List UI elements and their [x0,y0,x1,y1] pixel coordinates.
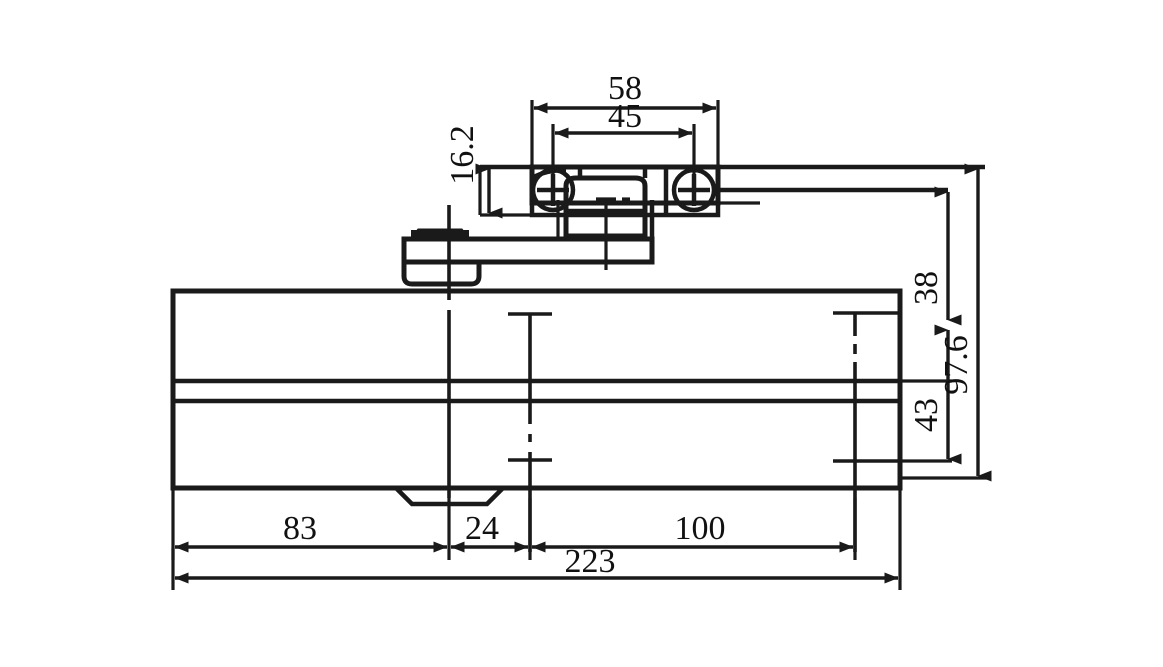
dim-45-label: 45 [608,98,642,135]
centerline-right-axis [833,311,902,552]
dim-bottom-chain-group: 83 24 100 [171,488,857,560]
dim-43-group: 43 [900,324,962,465]
dim-16-2-label: 16.2 [444,125,481,185]
dim-97-6-group: 97.6 [900,163,992,482]
dim-223-label: 223 [565,543,616,580]
dim-100-label: 100 [675,510,726,547]
mounting-bracket [529,164,721,239]
dim-58-label: 58 [608,70,642,107]
dim-45-group: 45 [551,98,696,178]
bracket-reference-lines [480,164,985,205]
dim-38-group: 38 [908,186,962,326]
dim-58-group: 58 [530,70,720,202]
dim-223-group: 223 [171,488,902,590]
dim-97-6-label: 97.6 [938,335,975,395]
dim-43-label: 43 [908,398,945,432]
main-body-outline [170,288,903,491]
dim-16-2-group: 16.2 [444,125,534,219]
dim-38-label: 38 [908,271,945,305]
dim-24-label: 24 [465,510,499,547]
dim-83-label: 83 [283,510,317,547]
